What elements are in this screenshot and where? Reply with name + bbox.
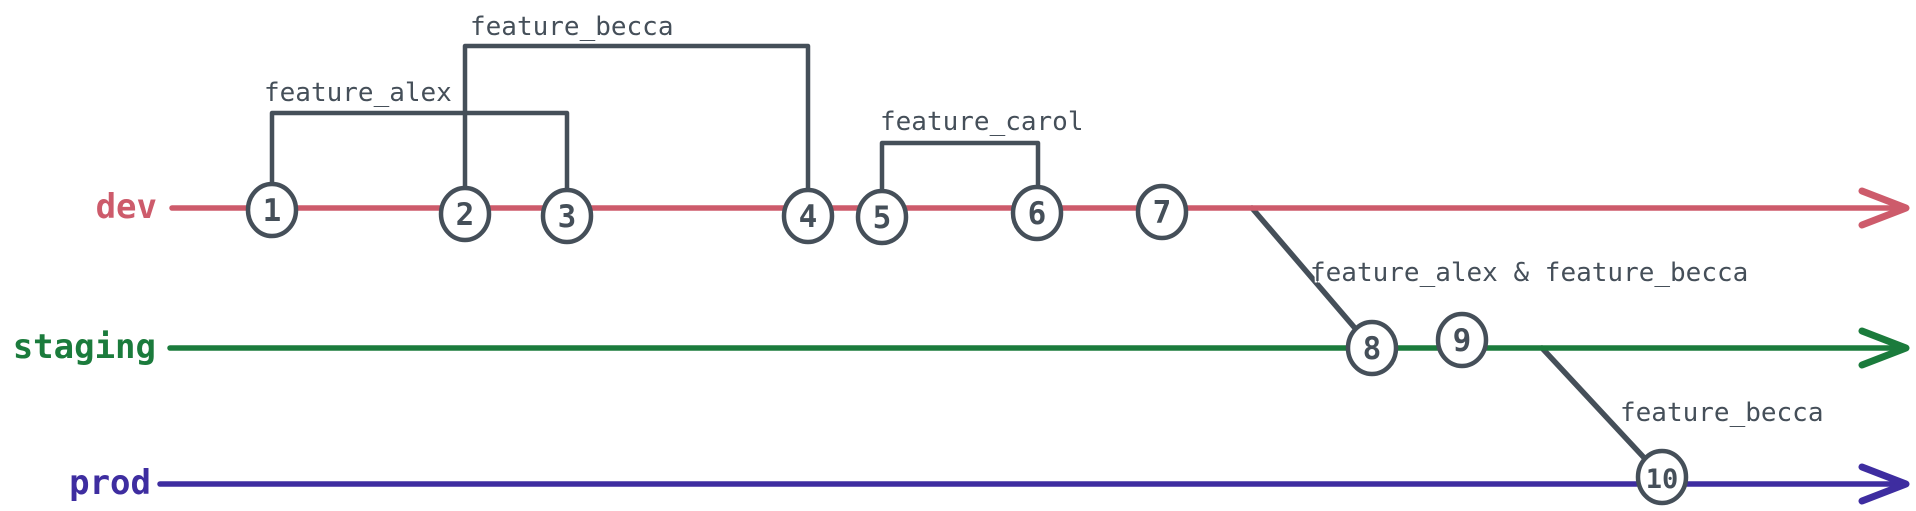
commit-node-9 xyxy=(1435,311,1489,369)
commit-node-2 xyxy=(438,185,492,243)
branch-arrowhead-dev xyxy=(1858,187,1910,229)
feature-bracket-3 xyxy=(879,140,1041,211)
merge-label-becca: feature_becca xyxy=(1620,398,1824,428)
commit-number-7: 7 xyxy=(1153,195,1172,231)
commit-number-3: 3 xyxy=(558,199,577,235)
feature-bracket-label-carol: feature_carol xyxy=(880,107,1084,137)
commit-number-9: 9 xyxy=(1453,323,1472,359)
branch-label-prod: prod xyxy=(69,463,151,503)
commit-node-6 xyxy=(1010,184,1064,242)
commit-number-10: 10 xyxy=(1646,464,1679,495)
branch-arrowhead-prod xyxy=(1858,463,1910,505)
feature-bracket-label-becca: feature_becca xyxy=(470,12,674,42)
branch-label-staging: staging xyxy=(12,327,156,367)
commit-number-8: 8 xyxy=(1363,331,1382,367)
feature-bracket-label-alex: feature_alex xyxy=(264,78,452,108)
commit-node-3 xyxy=(540,187,594,245)
commit-number-2: 2 xyxy=(456,197,475,233)
feature-bracket-1 xyxy=(269,110,570,211)
commit-number-6: 6 xyxy=(1028,196,1047,232)
branch-arrowhead-staging xyxy=(1858,327,1910,369)
merge-line-2 xyxy=(1539,345,1665,480)
commit-node-10 xyxy=(1635,448,1689,506)
commit-number-1: 1 xyxy=(263,193,282,229)
commit-number-4: 4 xyxy=(799,199,818,235)
commit-node-4 xyxy=(781,187,835,245)
commit-number-5: 5 xyxy=(873,200,892,236)
commit-node-8 xyxy=(1345,319,1399,377)
commit-node-5 xyxy=(855,188,909,246)
branch-label-dev: dev xyxy=(95,187,157,227)
commit-node-7 xyxy=(1135,183,1189,241)
merge-label-alex-and-becca: feature_alex & feature_becca xyxy=(1310,258,1749,288)
commit-node-1 xyxy=(245,181,299,239)
merge-line-1 xyxy=(1249,205,1375,351)
feature-bracket-2 xyxy=(462,43,811,211)
